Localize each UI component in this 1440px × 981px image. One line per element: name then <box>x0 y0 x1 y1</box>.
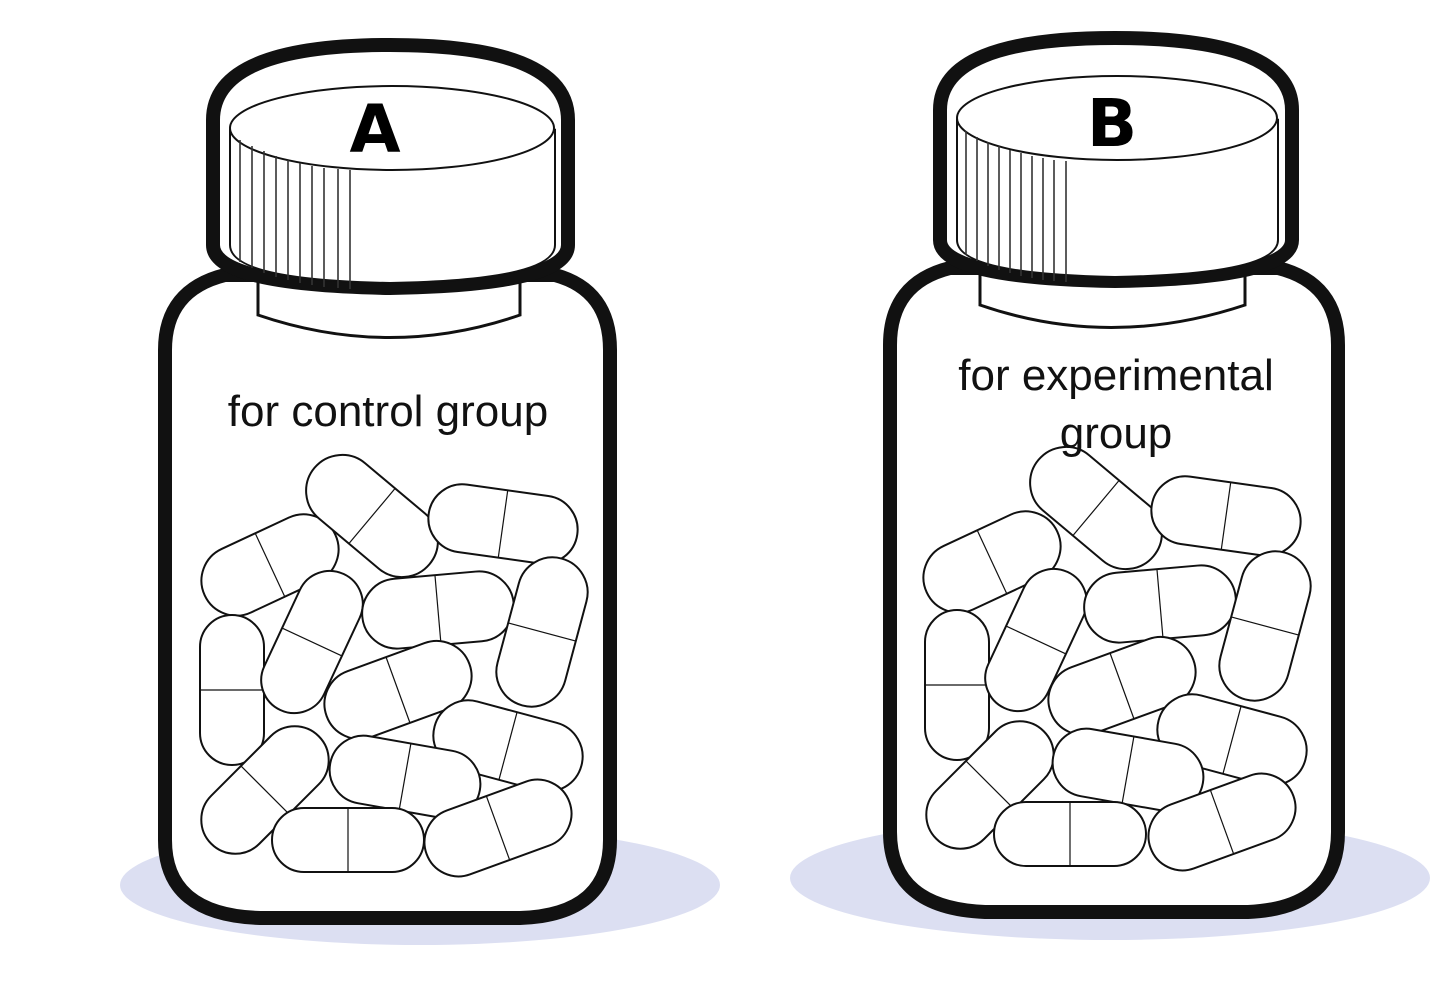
pill <box>361 570 515 650</box>
pill <box>1147 772 1297 872</box>
bottle-a-cap-ribs <box>239 140 351 289</box>
bottle-b-pills <box>922 445 1312 872</box>
pill <box>427 483 579 565</box>
pill <box>271 807 425 873</box>
pill <box>984 567 1088 713</box>
bottle-a: A for control group <box>120 38 720 945</box>
pill <box>1047 635 1197 737</box>
pill <box>495 556 589 708</box>
bottle-b-cap-top <box>956 75 1278 161</box>
pill <box>260 569 364 715</box>
pill <box>199 614 265 766</box>
bottle-a-pills <box>199 453 589 878</box>
pill <box>1051 727 1205 813</box>
pill <box>924 609 990 761</box>
pill <box>1150 475 1302 557</box>
bottle-b: B for experimental group <box>790 31 1430 940</box>
pill <box>423 778 573 878</box>
bottle-b-cap-ribs <box>965 131 1067 282</box>
bottle-a-label: for control group <box>228 387 548 436</box>
pill <box>1218 550 1312 702</box>
bottle-b-cap-letter: B <box>1087 85 1137 162</box>
bottle-a-cap-top <box>229 85 555 171</box>
bottle-b-label-line-2: group <box>1060 409 1173 458</box>
pill <box>993 801 1147 867</box>
pill <box>200 513 340 617</box>
bottle-b-label-line-1: for experimental <box>958 351 1273 400</box>
pill <box>305 453 439 579</box>
pill <box>323 639 473 741</box>
bottle-a-cap-letter: A <box>349 91 400 168</box>
pill <box>1029 445 1163 571</box>
pill <box>922 510 1062 614</box>
pill <box>1083 564 1237 644</box>
